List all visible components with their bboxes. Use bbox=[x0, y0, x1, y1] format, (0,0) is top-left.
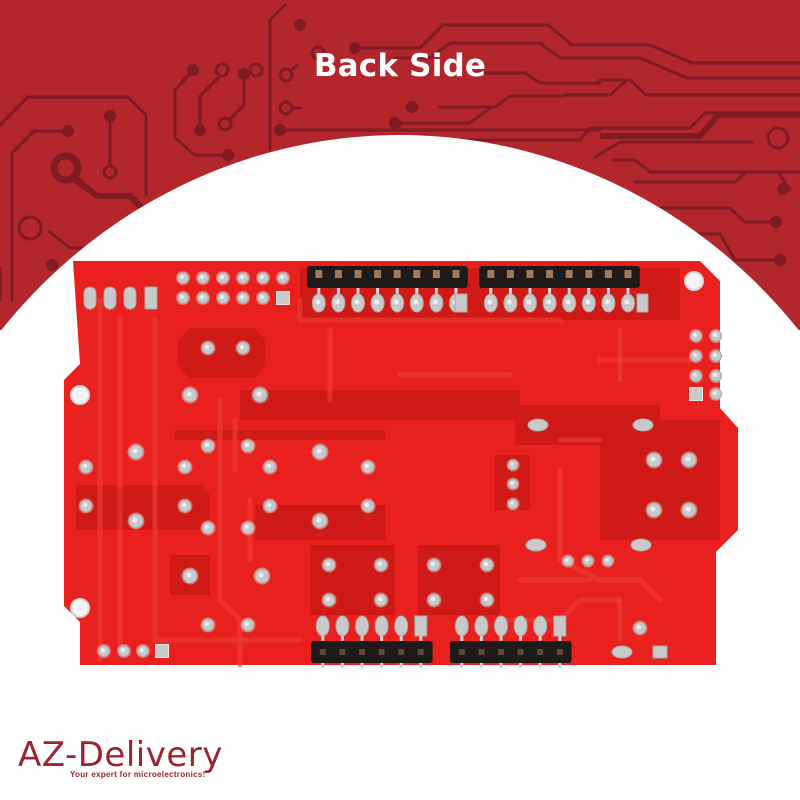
oval-pad bbox=[611, 645, 633, 659]
logo-tagline: Your expert for microelectronics! bbox=[70, 770, 206, 779]
mounting-hole bbox=[684, 271, 704, 291]
oval-pad bbox=[527, 418, 549, 432]
pin-header-bottom bbox=[311, 615, 433, 668]
pin-header-bottom bbox=[450, 615, 572, 668]
mounting-hole bbox=[70, 598, 90, 618]
square-pad bbox=[454, 293, 468, 313]
power-pad bbox=[103, 286, 117, 310]
square-pad bbox=[636, 293, 649, 313]
icsp-pad bbox=[276, 291, 290, 305]
mounting-hole bbox=[70, 385, 90, 405]
brand-logo: AZ-Delivery Your expert for microelectro… bbox=[18, 737, 248, 781]
oval-pad bbox=[632, 418, 654, 432]
bottom-left-pad bbox=[155, 644, 169, 658]
pin-header-top bbox=[307, 266, 468, 313]
page-title: Back Side bbox=[313, 48, 487, 84]
square-pad bbox=[652, 645, 668, 659]
power-pad bbox=[144, 286, 158, 310]
power-pad bbox=[123, 286, 137, 310]
oval-pad bbox=[630, 538, 652, 552]
oval-pad bbox=[525, 538, 547, 552]
power-pad bbox=[83, 286, 97, 310]
right-header-pad bbox=[689, 387, 703, 401]
pin-header-top bbox=[479, 266, 640, 313]
logo-wordmark: AZ-Delivery bbox=[18, 735, 223, 775]
